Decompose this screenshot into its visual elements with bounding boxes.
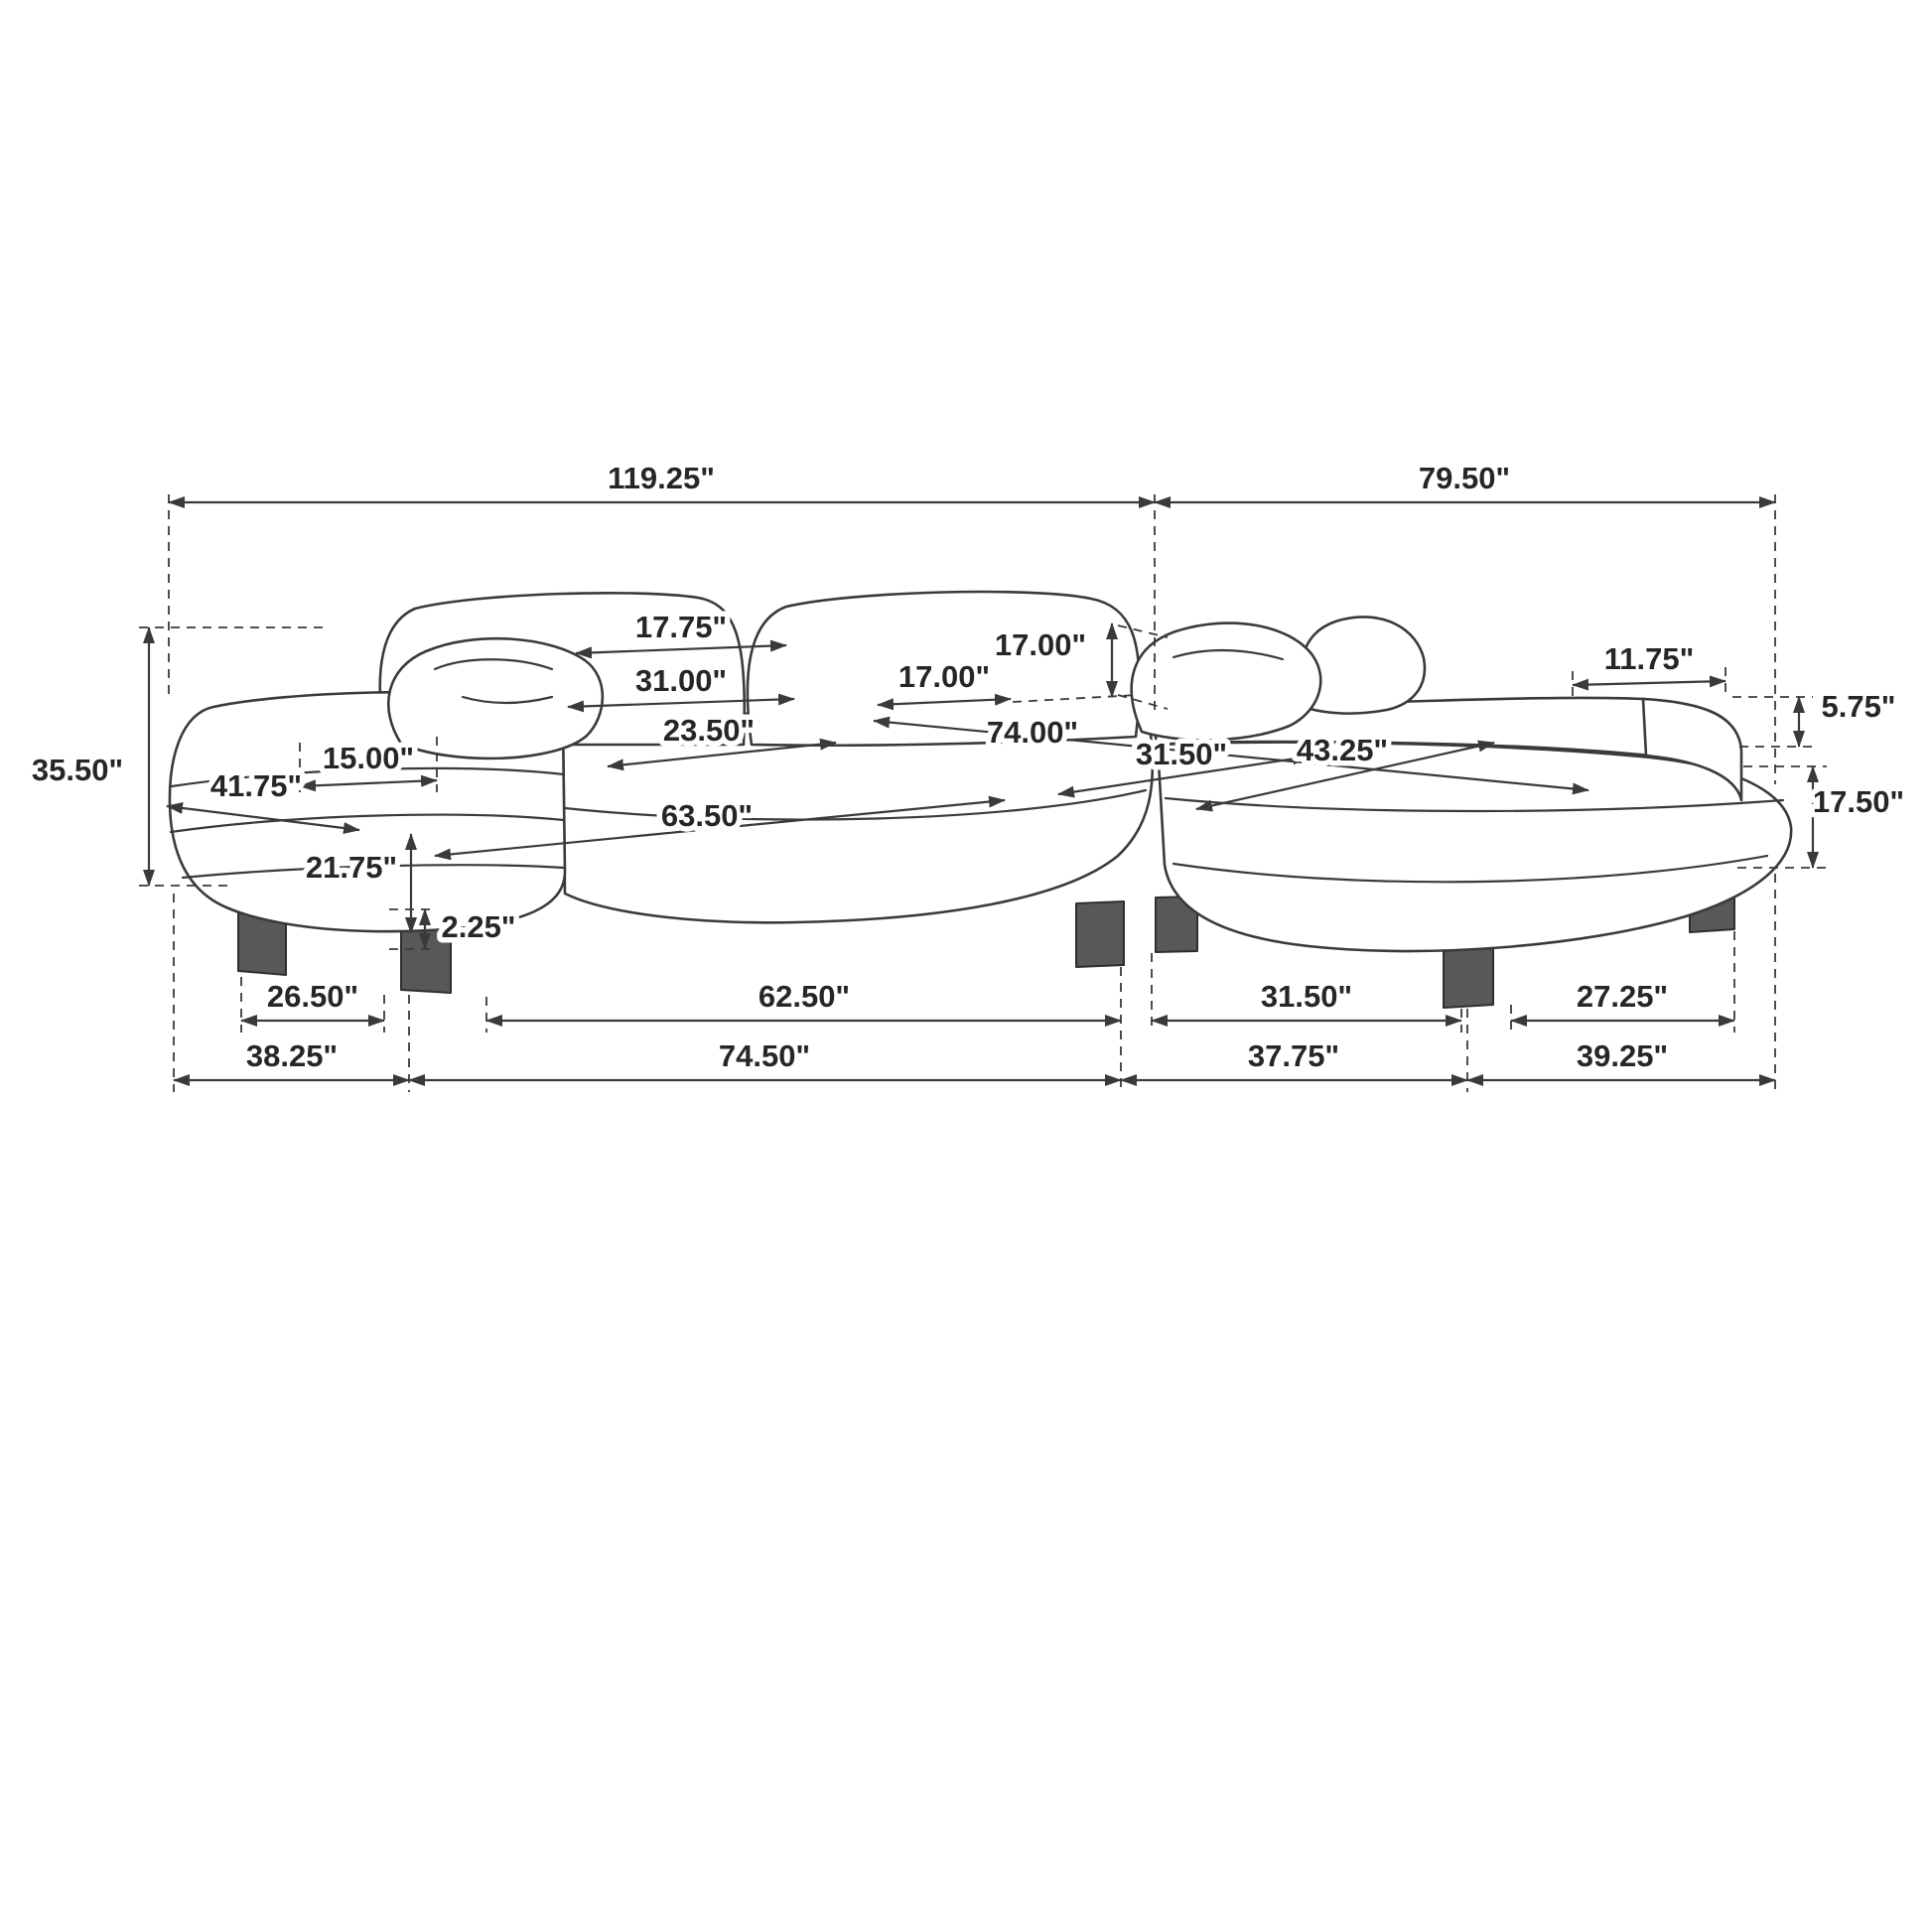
label-left-leg-inner: 26.50"	[267, 979, 358, 1014]
label-overall-width-left: 119.25"	[608, 461, 715, 495]
dim-line-arm-top-width	[299, 774, 438, 792]
label-seat-height: 17.50"	[1813, 784, 1904, 819]
label-chaise-length: 74.00"	[987, 715, 1078, 750]
left-throw-pillow	[387, 636, 605, 760]
label-chaise-leg-inner: 27.25"	[1577, 979, 1668, 1014]
accent-pillow-front	[1130, 621, 1322, 742]
label-pillow-height: 17.00"	[995, 627, 1086, 662]
sofa-drawing	[168, 590, 1793, 1009]
dimension-labels: 119.25" 79.50" 35.50" 17.75" 31.00" 17.0…	[26, 456, 1909, 1079]
label-gap-leg: 31.50"	[1261, 979, 1352, 1014]
label-gap-outer: 37.75"	[1248, 1038, 1339, 1073]
label-overall-height: 35.50"	[32, 753, 123, 787]
label-rail-height: 5.75"	[1821, 689, 1895, 724]
left-arm-channel-1	[170, 766, 566, 788]
label-chaise-seat-length: 43.25"	[1297, 733, 1388, 767]
dim-line-back-cushion-top	[575, 639, 787, 659]
label-center-leg-outer: 74.50"	[719, 1038, 810, 1073]
dim-line-rail-width	[1572, 675, 1726, 691]
left-throw-pillow-fold-1	[433, 658, 554, 671]
label-arm-height: 21.75"	[306, 850, 397, 885]
label-chaise-seat-width: 31.50"	[1136, 737, 1227, 771]
chaise-channel-line-2	[1172, 854, 1769, 884]
label-arm-top-width: 15.00"	[323, 741, 414, 775]
ext-line-pillow-height-top	[1117, 624, 1169, 638]
dimension-lines	[143, 496, 1819, 1086]
label-pillow-width: 17.00"	[898, 659, 990, 694]
label-center-leg-inner: 62.50"	[759, 979, 850, 1014]
label-back-cushion-width: 31.00"	[635, 663, 727, 698]
ext-line-pillow-height-bottom	[1117, 694, 1169, 710]
left-arm-channel-3	[181, 864, 566, 880]
label-chaise-leg-outer: 39.25"	[1577, 1038, 1668, 1073]
dim-line-seat-depth	[607, 738, 837, 771]
center-front-leg	[1075, 900, 1125, 968]
chaise-arm-cap	[1641, 697, 1743, 802]
label-seat-depth: 23.50"	[663, 713, 755, 748]
left-throw-pillow-fold-2	[461, 695, 554, 705]
label-back-cushion-top: 17.75"	[635, 610, 727, 644]
label-arm-depth: 41.75"	[210, 768, 302, 803]
label-overall-width-right: 79.50"	[1419, 461, 1510, 495]
label-rail-width: 11.75"	[1604, 641, 1695, 676]
dim-line-pillow-width	[877, 693, 1012, 711]
dim-line-arm-depth	[166, 802, 360, 834]
label-leg-clearance: 2.25"	[441, 909, 515, 944]
label-seat-width: 63.50"	[661, 798, 753, 833]
dim-line-back-cushion-width	[567, 693, 795, 713]
ext-line-pillow-width	[1012, 694, 1139, 703]
label-left-leg-outer: 38.25"	[246, 1038, 338, 1073]
dim-line-seat-width	[434, 795, 1006, 861]
accent-pillow-fold	[1172, 648, 1285, 661]
dim-line-chaise-seat-length	[1195, 740, 1495, 812]
accent-pillow-rear	[1300, 616, 1427, 715]
